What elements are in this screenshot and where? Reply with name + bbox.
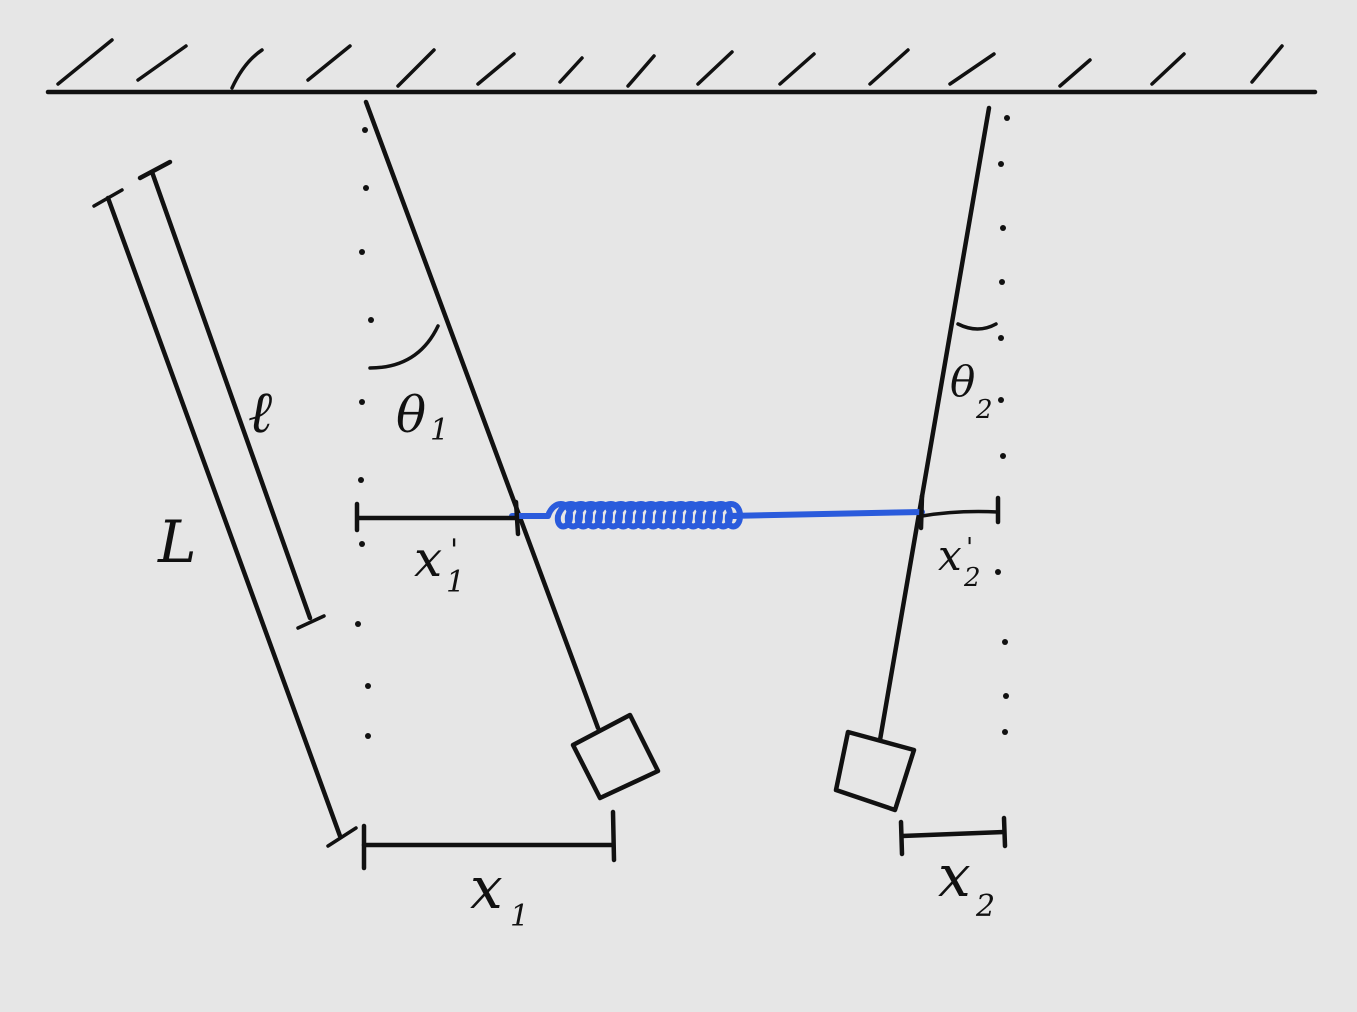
label-x1-prime: x — [414, 530, 442, 588]
label-theta2-subscript: 2 — [975, 395, 993, 425]
ceiling — [45, 38, 1318, 95]
left-pendulum — [363, 99, 661, 801]
right-pendulum-bob — [833, 729, 917, 813]
length-l-indicator — [137, 159, 326, 630]
label-x2-prime-subscript: 2 — [963, 563, 981, 593]
right-pendulum-rod — [877, 105, 992, 743]
x2-dimension — [898, 815, 1008, 857]
label-x2: x — [938, 842, 971, 910]
x2-prime-dimension — [918, 493, 1001, 531]
theta2-arc — [956, 322, 998, 331]
right-pendulum — [833, 105, 998, 813]
label-L: L — [157, 508, 197, 576]
label-x1-prime-mark: ' — [450, 533, 458, 568]
label-x2-prime-mark: ' — [966, 533, 973, 563]
label-theta1: θ — [396, 386, 426, 444]
spring — [509, 501, 925, 530]
label-x2-subscript: 2 — [975, 889, 995, 924]
label-x1-subscript: 1 — [510, 899, 529, 934]
label-theta1-subscript: 1 — [430, 413, 449, 448]
ceiling-hatching — [56, 38, 1284, 90]
label-x2-prime: x — [938, 531, 962, 580]
label-x1-prime-subscript: 1 — [446, 565, 465, 600]
right-vertical-reference — [995, 115, 1010, 735]
length-L-indicator — [92, 188, 358, 848]
left-vertical-reference — [355, 127, 374, 739]
label-theta2: θ — [950, 357, 975, 406]
left-pendulum-rod — [363, 99, 601, 731]
label-l: ℓ — [248, 378, 272, 446]
label-x1: x — [470, 854, 503, 922]
x1-prime-dimension — [354, 499, 521, 537]
x1-dimension — [361, 809, 617, 871]
left-pendulum-bob — [570, 712, 661, 801]
theta1-arc — [368, 324, 440, 370]
